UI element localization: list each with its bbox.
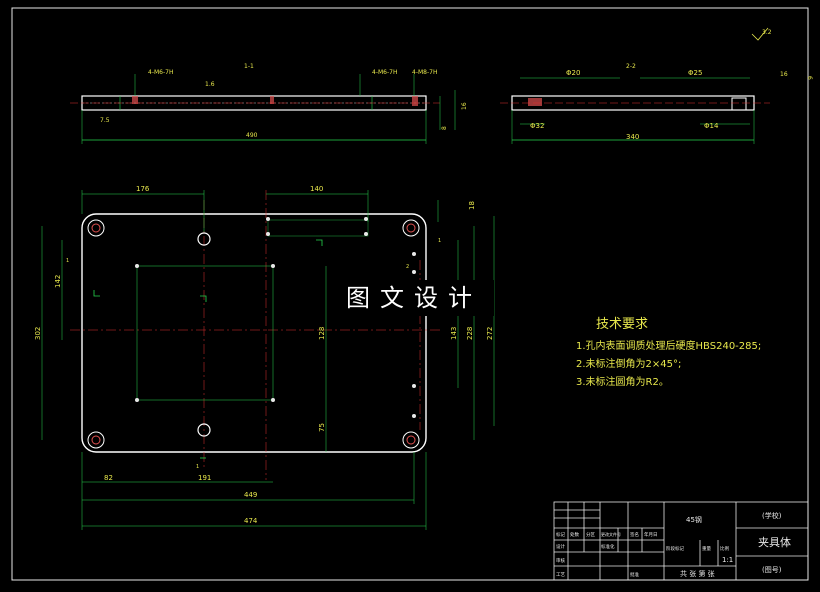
tb-label-count: 处数	[570, 531, 579, 538]
dim-phi25: Φ25	[688, 69, 702, 77]
dim-right-16: 16	[780, 71, 788, 78]
label-8: 8	[441, 126, 448, 130]
tb-label-scale: 比例	[720, 545, 729, 552]
dim-phi14: Φ14	[704, 122, 719, 130]
dim-140: 140	[310, 185, 323, 193]
dim-228: 228	[466, 327, 474, 340]
tb-label-approve: 批准	[630, 571, 639, 578]
plan-view	[41, 190, 495, 530]
dim-75: 75	[318, 423, 326, 432]
title-block-sheet: 共 张 第 张	[680, 569, 715, 578]
section-view-2	[500, 77, 770, 144]
tb-label-review: 审核	[556, 557, 565, 564]
tech-requirement-item: 1.孔内表面调质处理后硬度HBS240-285;	[576, 341, 762, 352]
tech-requirement-item: 3.未标注圆角为R2。	[576, 377, 669, 388]
title-block	[553, 501, 809, 581]
tb-label-sign: 签名	[630, 531, 639, 538]
label-16: 16	[461, 102, 468, 110]
section-mark-b: 1	[196, 464, 199, 470]
tb-label-process: 工艺	[556, 572, 565, 578]
tech-requirements-title: 技术要求	[596, 317, 649, 332]
dim-191: 191	[198, 474, 211, 482]
title-block-drawing-no: (图号)	[762, 566, 782, 574]
dim-right-6: 6	[806, 76, 813, 80]
tb-label-change: 更改文件号	[601, 531, 621, 537]
roughness-symbol	[751, 27, 769, 41]
section-label-1: 1-1	[244, 63, 254, 70]
tb-label-date: 年月日	[644, 531, 658, 538]
tb-label-zone: 分区	[586, 531, 595, 538]
tech-requirement-item: 2.未标注倒角为2×45°;	[576, 359, 682, 370]
tb-label-standard: 标准化	[601, 543, 615, 550]
section-mark-d: 2	[406, 264, 409, 270]
dim-474: 474	[244, 517, 258, 525]
dim-340: 340	[626, 133, 639, 141]
tb-label-weight: 重量	[702, 545, 711, 552]
label-7-5: 7.5	[100, 117, 110, 124]
tb-label-stage: 阶段标记	[666, 545, 684, 552]
hole-callout-3: 4-M8-7H	[412, 69, 437, 76]
dim-phi20: Φ20	[566, 69, 580, 77]
hole-callout-1: 4-M6-7H	[148, 69, 173, 76]
watermark-label: 图文设计	[334, 280, 494, 316]
dim-82: 82	[104, 474, 113, 482]
title-block-material: 45钢	[686, 515, 702, 524]
dim-272: 272	[486, 327, 494, 340]
dim-128: 128	[318, 327, 326, 340]
drawing-frame	[11, 7, 809, 581]
section-mark-a: 1	[66, 258, 69, 264]
tb-label-design: 设计	[556, 543, 565, 550]
dim-phi32: Φ32	[530, 122, 544, 130]
dim-490: 490	[246, 132, 258, 139]
section-mark-c: 1	[438, 238, 441, 244]
dim-176: 176	[136, 185, 150, 193]
tb-label-mark: 标记	[556, 531, 565, 538]
label-1-6: 1.6	[205, 81, 215, 88]
title-block-school: (学校)	[762, 511, 782, 520]
dim-302: 302	[34, 327, 42, 340]
title-block-scale: 1:1	[722, 556, 733, 564]
section-view-1	[70, 74, 456, 144]
roughness-value: 3.2	[762, 29, 772, 36]
hole-callout-2: 4-M6-7H	[372, 69, 397, 76]
dim-18: 18	[468, 201, 476, 210]
title-block-part-name: 夹具体	[758, 535, 791, 549]
section-label-2: 2-2	[626, 63, 636, 70]
dim-142: 142	[54, 275, 62, 288]
dim-143: 143	[450, 327, 458, 340]
dim-449: 449	[244, 491, 257, 499]
tech-requirements: 技术要求 1.孔内表面调质处理后硬度HBS240-285; 2.未标注倒角为2×…	[572, 313, 812, 392]
